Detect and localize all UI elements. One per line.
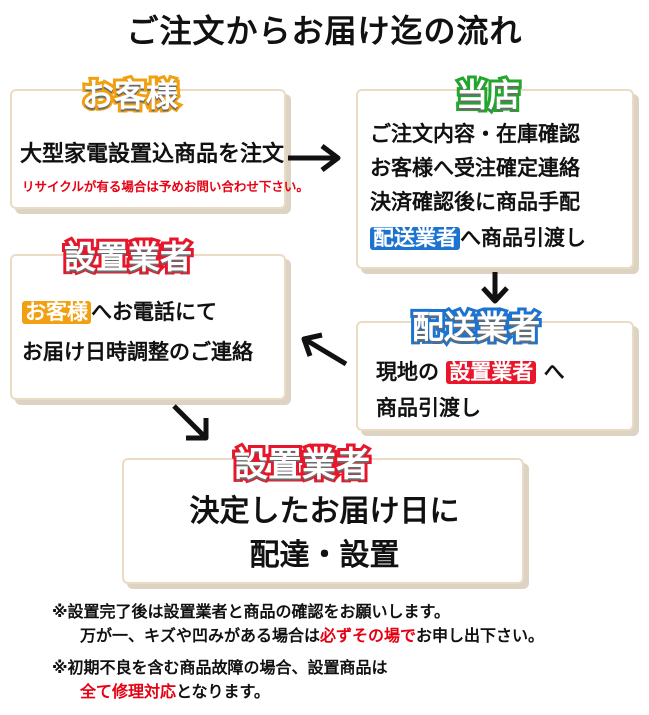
note-2-emphasis: 全て修理対応 (80, 682, 177, 701)
store-line-3: 決済確認後に商品手配 (370, 190, 580, 214)
delivery-line-1-post: へ (543, 360, 565, 384)
store-line-4: 配送業者へ商品引渡し (370, 222, 586, 252)
note-2-line-2-post: となります。 (176, 682, 270, 701)
customer-order-text: 大型家電設置込商品を注文 (20, 142, 285, 167)
installer2-line-2: 配達・設置 (249, 538, 400, 573)
note-1-emphasis: 必ずその場で (320, 626, 417, 645)
note-2-line-1: ※初期不良を含む商品故障の場合、設置商品は (52, 658, 388, 677)
installer1-line-2: お届け日時調整のご連絡 (22, 340, 253, 364)
arrow-right-icon (288, 144, 341, 172)
note-1-line-2: 万が一、キズや凹みがある場合は必ずその場でお申し出下さい。 (80, 622, 544, 646)
installer1-line-1: お客様へお電話にて (22, 296, 217, 326)
customer-label: お客様 (79, 73, 181, 117)
delivery-line-1-pre: 現地の (376, 360, 439, 384)
page-title: ご注文からお届け迄の流れ (126, 12, 523, 50)
store-line-4-rest: へ商品引渡し (460, 226, 586, 250)
note-1-line-1: ※設置完了後は設置業者と商品の確認をお願いします。 (52, 602, 450, 621)
installer-tag: 設置業者 (446, 360, 537, 385)
delivery-line-2: 商品引渡し (376, 396, 481, 420)
recycle-note: リサイクルが有る場合は予めお問い合わせ下さい。 (22, 179, 309, 194)
installer2-line-1: 決定したお届け日に (189, 494, 460, 529)
delivery-line-1: 現地の 設置業者 へ (376, 356, 565, 386)
store-label: 当店 (453, 73, 523, 117)
arrow-down-right-icon (172, 404, 209, 441)
store-line-1: ご注文内容・在庫確認 (370, 122, 580, 146)
customer-box (10, 89, 286, 209)
arrow-left-icon (301, 332, 348, 367)
arrow-down-icon (481, 272, 509, 304)
installer-box-2 (122, 458, 524, 584)
note-1-line-2-pre: 万が一、キズや凹みがある場合は (80, 626, 321, 645)
installer-box-1 (10, 254, 286, 400)
installer-label-2: 設置業者 (231, 442, 373, 488)
note-2-line-2: 全て修理対応となります。 (80, 678, 270, 702)
delivery-tag: 配送業者 (370, 226, 460, 251)
installer1-line-1-rest: へお電話にて (91, 300, 217, 324)
note-1-line-2-post: お申し出下さい。 (416, 626, 545, 645)
customer-tag: お客様 (22, 300, 91, 325)
store-line-2: お客様へ受注確定連絡 (370, 156, 580, 180)
installer-label-1: 設置業者 (61, 235, 195, 279)
delivery-label: 配送業者 (409, 305, 543, 349)
